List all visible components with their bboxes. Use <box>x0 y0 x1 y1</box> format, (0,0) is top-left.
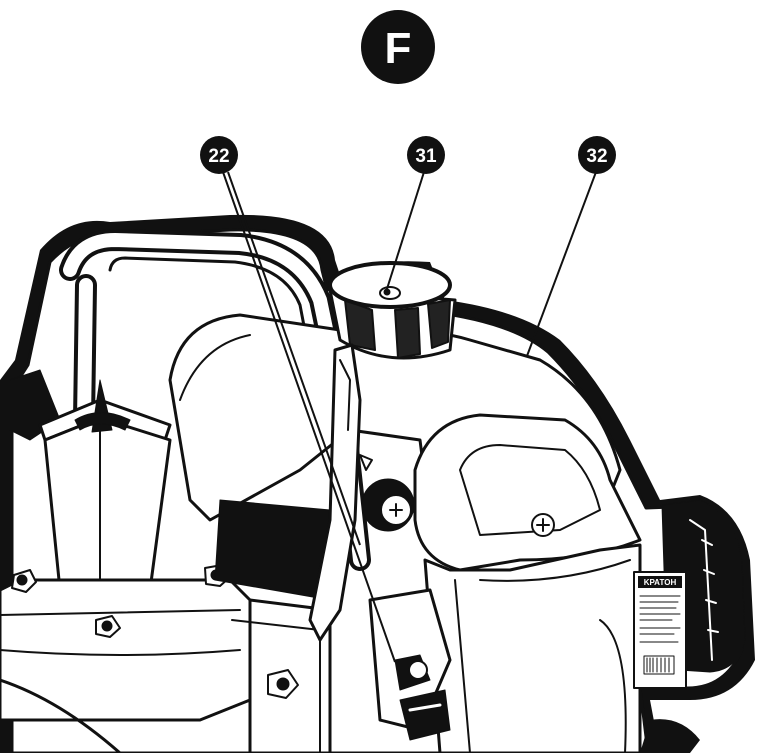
section-letter: F <box>385 24 412 73</box>
callout-31: 31 <box>407 136 445 174</box>
callout-22: 22 <box>200 136 238 174</box>
callout-22-number: 22 <box>208 146 229 167</box>
engine-cover <box>413 413 642 753</box>
callout-31-number: 31 <box>415 146 437 167</box>
callout-32: 32 <box>578 136 616 174</box>
data-plate: KРАТОН <box>633 571 687 689</box>
pump-body: KРАТОН <box>0 214 755 753</box>
inlet-housing <box>9 369 172 592</box>
leader-32 <box>526 171 597 357</box>
leader-22b <box>227 171 361 546</box>
section-badge: F <box>361 10 435 84</box>
leader-22 <box>222 171 396 663</box>
data-plate-brand: KРАТОН <box>644 578 677 587</box>
pump-casing <box>0 564 332 753</box>
callout-32-number: 32 <box>586 146 607 167</box>
carburetor <box>368 588 452 741</box>
fuel-cap-shape <box>328 261 457 360</box>
leader-lines <box>222 171 597 663</box>
leader-31 <box>385 171 425 293</box>
